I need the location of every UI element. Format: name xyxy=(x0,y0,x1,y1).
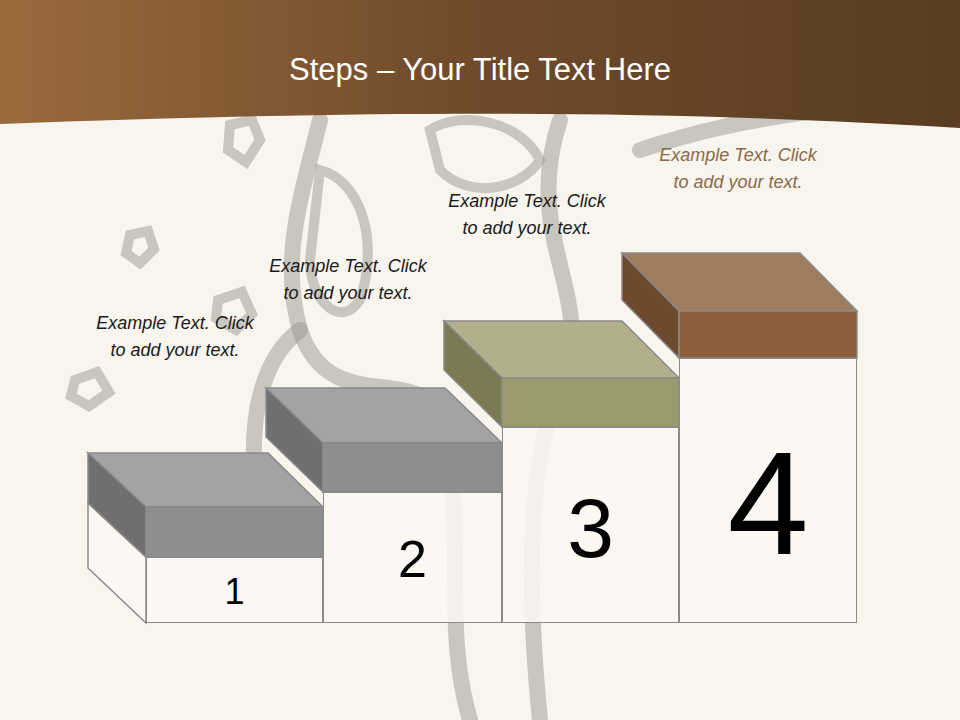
header-band xyxy=(0,0,960,128)
step-number: 3 xyxy=(503,486,678,570)
step-number: 4 xyxy=(680,431,856,577)
slide-title: Steps – Your Title Text Here xyxy=(0,52,960,88)
step-block: 2 xyxy=(323,492,502,623)
step-caption: Example Text. Click to add your text. xyxy=(442,188,612,242)
step-caption: Example Text. Click to add your text. xyxy=(90,310,260,364)
step-caption: Example Text. Click to add your text. xyxy=(653,142,823,196)
step-block: 1 xyxy=(146,557,323,623)
step-caption: Example Text. Click to add your text. xyxy=(263,253,433,307)
step-number: 1 xyxy=(147,574,322,610)
step-number: 2 xyxy=(324,533,501,585)
step-block: 3 xyxy=(502,427,679,623)
step-block: 4 xyxy=(679,358,857,623)
step-blocks xyxy=(88,253,857,623)
